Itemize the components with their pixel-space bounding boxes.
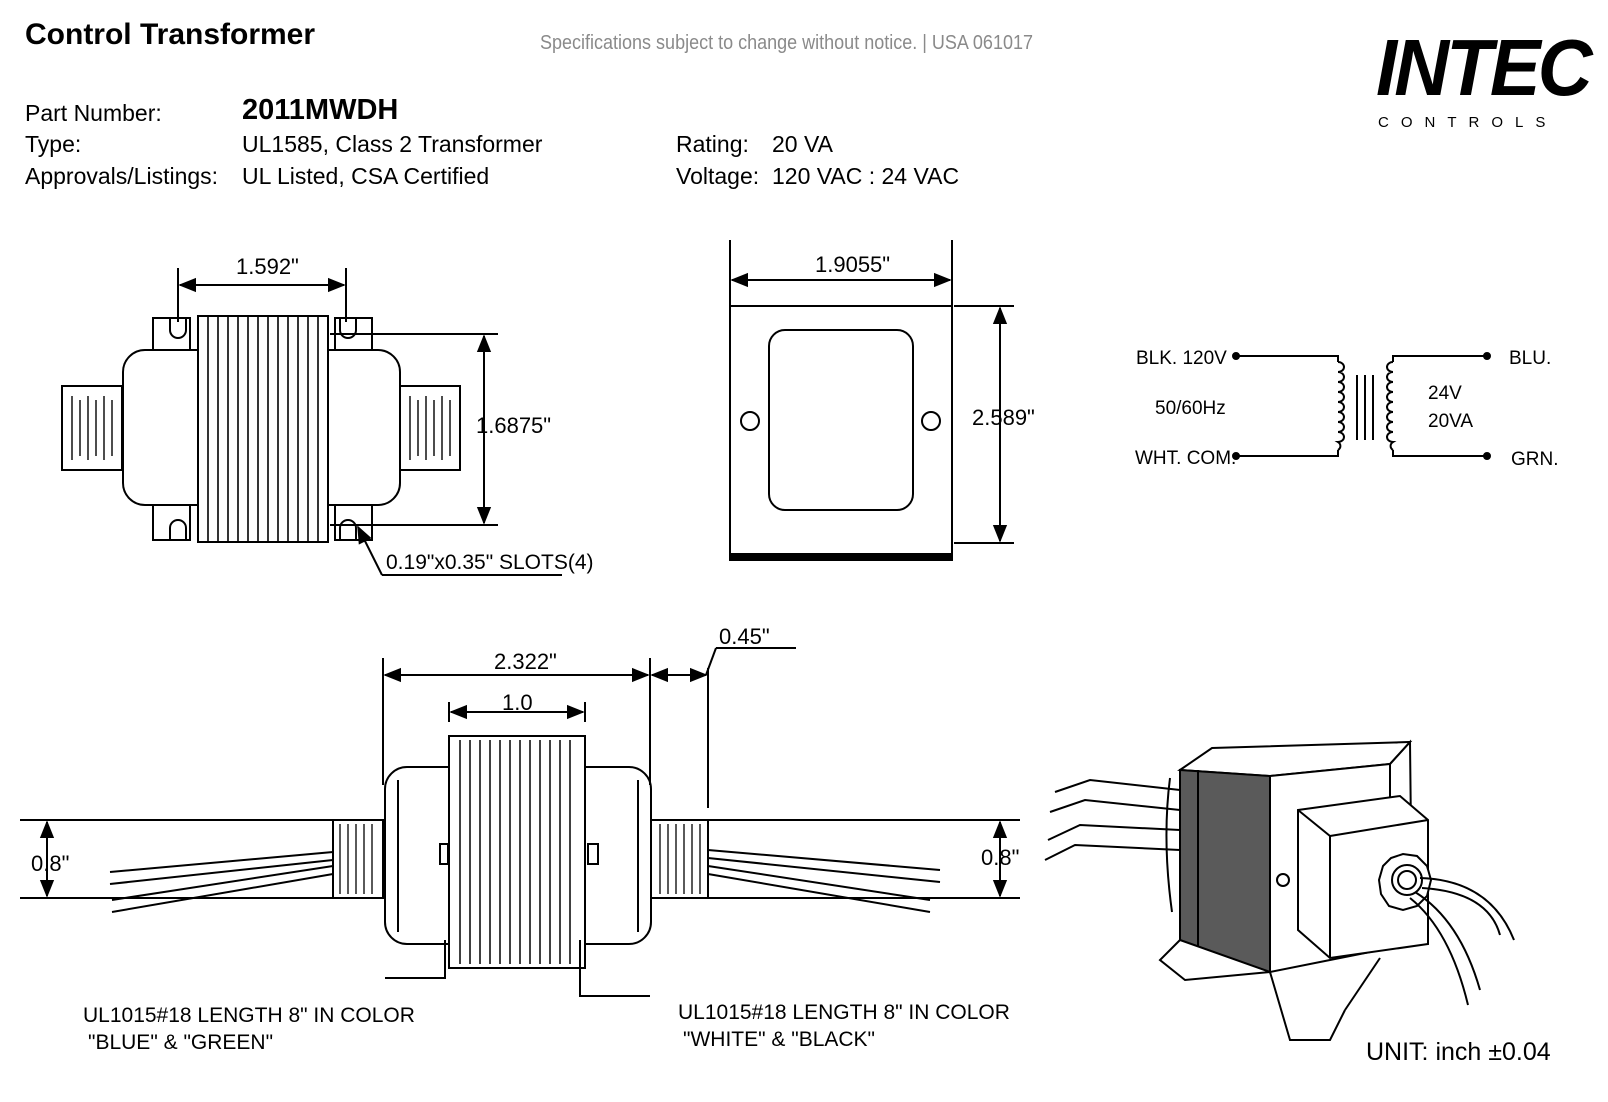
unit-tolerance-note: UNIT: inch ±0.04 (1366, 1038, 1551, 1066)
secondary-lead-bottom-label: GRN. (1511, 449, 1559, 470)
side-view-drawing (20, 647, 1020, 997)
end-view-height-dim: 2.589" (972, 405, 1035, 430)
spec-notice: Specifications subject to change without… (540, 32, 1033, 54)
type-label: Type: (25, 131, 82, 157)
part-number-value: 2011MWDH (242, 94, 399, 126)
primary-lead-top-label: BLK. 120V (1136, 348, 1227, 369)
logo-subtitle: CONTROLS (1378, 114, 1558, 131)
top-view-drawing (61, 268, 562, 576)
secondary-va-label: 20VA (1428, 411, 1474, 432)
frequency-label: 50/60Hz (1155, 398, 1226, 419)
right-leads-spec-line2: "WHITE" & "BLACK" (683, 1028, 876, 1051)
rating-value: 20 VA (772, 131, 833, 157)
right-lead-height-dim: 0.8" (981, 845, 1020, 870)
type-value: UL1585, Class 2 Transformer (242, 131, 543, 157)
top-view-width-dim: 1.592" (236, 254, 299, 279)
secondary-lead-top-label: BLU. (1509, 348, 1552, 369)
bracket-offset-dim: 0.45" (719, 624, 770, 649)
left-leads-spec-line1: UL1015#18 LENGTH 8" IN COLOR (83, 1004, 415, 1027)
voltage-value: 120 VAC : 24 VAC (772, 163, 960, 189)
logo-wordmark: INTEC (1376, 23, 1593, 112)
top-view-height-dim: 1.6875" (476, 413, 552, 438)
wiring-schematic (1232, 352, 1491, 460)
slots-note: 0.19"x0.35" SLOTS(4) (386, 551, 594, 574)
page-title: Control Transformer (25, 18, 316, 51)
primary-lead-bottom-label: WHT. COM. (1135, 448, 1237, 469)
left-leads-spec-line2: "BLUE" & "GREEN" (88, 1031, 274, 1054)
approvals-value: UL Listed, CSA Certified (242, 163, 490, 189)
isometric-illustration (1044, 739, 1515, 1041)
end-view-drawing (729, 240, 1014, 561)
overall-length-dim: 2.322" (494, 649, 557, 674)
right-leads-spec-line1: UL1015#18 LENGTH 8" IN COLOR (678, 1001, 1010, 1024)
secondary-voltage-label: 24V (1428, 383, 1462, 404)
approvals-label: Approvals/Listings: (25, 163, 219, 189)
end-view-width-dim: 1.9055" (815, 252, 891, 277)
rating-label: Rating: (676, 131, 749, 157)
voltage-label: Voltage: (676, 163, 760, 189)
company-logo: INTEC CONTROLS (1376, 28, 1593, 138)
core-width-dim: 1.0 (502, 690, 533, 715)
left-lead-height-dim: 0.8" (31, 851, 70, 876)
part-number-label: Part Number: (25, 100, 162, 126)
